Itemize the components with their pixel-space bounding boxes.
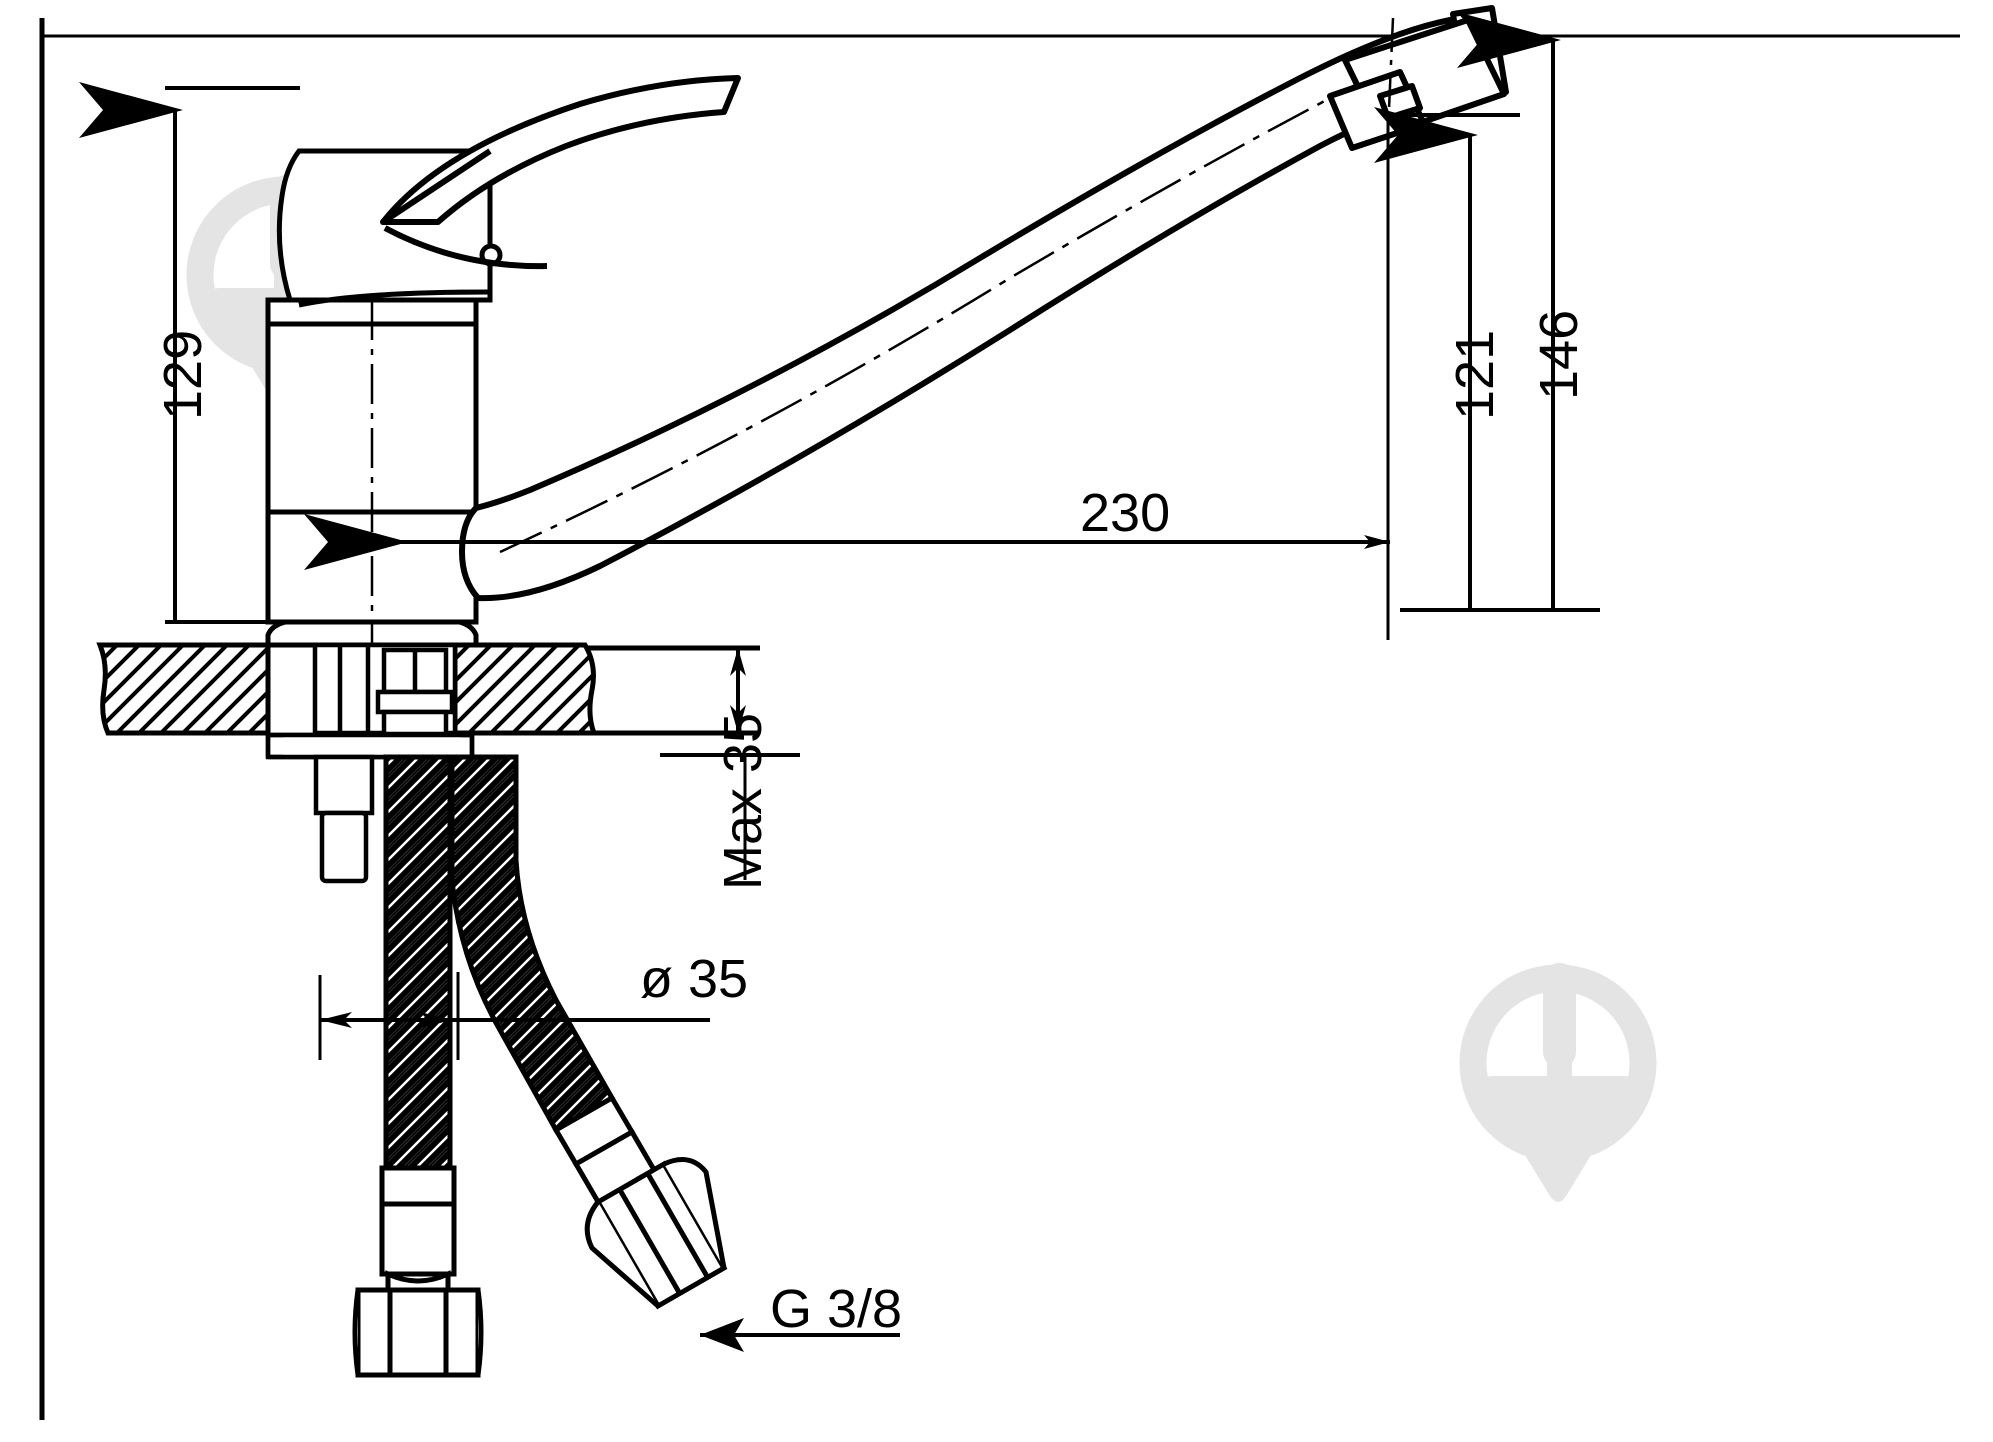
lever-handle bbox=[380, 75, 741, 225]
dimension-label-230: 230 bbox=[1080, 483, 1171, 543]
dimension-label-129: 129 bbox=[153, 329, 213, 420]
dimension-label-121: 121 bbox=[1445, 329, 1505, 420]
dimension-121 bbox=[1374, 107, 1520, 640]
dimension-label-thread-size: G 3/8 bbox=[770, 1279, 903, 1339]
aerator-centerline bbox=[1386, 17, 1395, 133]
lever-neck bbox=[381, 148, 492, 225]
mounting-hardware bbox=[265, 642, 475, 884]
supply-hose-2 bbox=[449, 754, 728, 1310]
spout-centerline bbox=[499, 60, 1401, 554]
countertop-section bbox=[96, 642, 760, 736]
supply-hose-1 bbox=[352, 754, 484, 1378]
dimension-146 bbox=[1457, 12, 1600, 612]
watermark-bottom-right bbox=[1459, 963, 1657, 1202]
dimension-label-max-thickness: Max 35 bbox=[713, 712, 773, 890]
lever-handle-undercurve bbox=[383, 225, 548, 270]
dimension-label-hole-diameter: ø 35 bbox=[640, 949, 749, 1009]
dimension-thread-leader bbox=[700, 1318, 900, 1352]
dimension-label-146: 146 bbox=[1529, 309, 1589, 400]
dimension-hole-diameter bbox=[318, 972, 710, 1060]
dimension-230 bbox=[304, 514, 1390, 570]
dimension-129 bbox=[79, 82, 300, 624]
dimension-max-thickness bbox=[660, 648, 800, 880]
